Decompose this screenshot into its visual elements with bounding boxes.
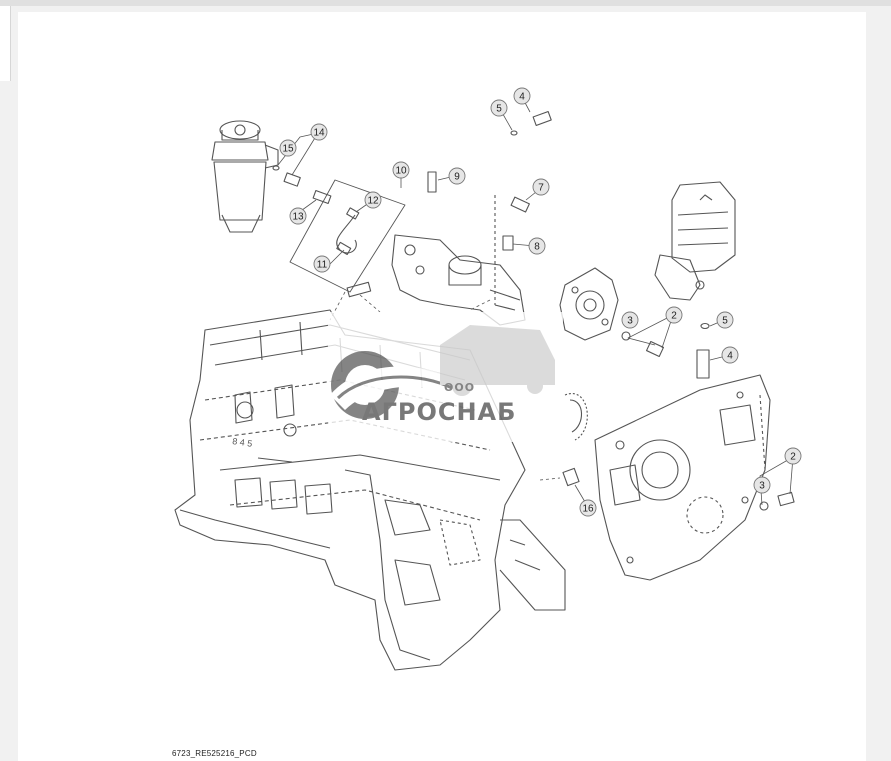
left-panel-edge (0, 6, 11, 81)
callout-3-lower: 3 (753, 476, 771, 494)
svg-text:15: 15 (282, 144, 294, 155)
svg-text:10: 10 (395, 166, 407, 177)
callout-2-lower: 2 (784, 447, 802, 465)
callout-13: 13 (289, 207, 307, 225)
harvester-logo-icon (440, 325, 555, 396)
diagram-sheet: 8 4 5 (18, 12, 866, 761)
svg-text:2: 2 (790, 452, 796, 463)
svg-text:5: 5 (496, 104, 502, 115)
engine-block-drawing: 8 4 5 (174, 309, 566, 671)
svg-text:9: 9 (454, 172, 460, 183)
callout-8: 8 (528, 237, 546, 255)
figure-caption: 6723_RE525216_PCD (172, 749, 257, 758)
svg-text:5: 5 (722, 316, 728, 327)
callout-14: 14 (310, 123, 328, 141)
leader-lines (277, 96, 794, 508)
svg-text:2: 2 (671, 311, 677, 322)
callout-5-lower: 5 (716, 311, 734, 329)
gear-drawing (564, 393, 588, 441)
watermark-company-prefix: ООО (444, 381, 475, 394)
svg-text:7: 7 (538, 183, 544, 194)
callout-15: 15 (279, 139, 297, 157)
svg-text:14: 14 (313, 128, 325, 139)
svg-text:11: 11 (317, 260, 328, 271)
ecu-module-drawing (654, 181, 736, 301)
svg-text:12: 12 (367, 196, 379, 207)
svg-text:4: 4 (519, 92, 525, 103)
oil-pump-drawing (559, 267, 619, 341)
callout-10: 10 (392, 161, 410, 179)
top-bar (0, 0, 891, 6)
watermark-company-name: АГРОСНАБ (362, 398, 516, 426)
callout-9: 9 (448, 167, 466, 185)
callout-11: 11 (313, 255, 331, 273)
callout-12: 12 (364, 191, 382, 209)
svg-text:3: 3 (759, 481, 765, 492)
svg-text:8: 8 (534, 242, 540, 253)
agrosnab-watermark-logo: ООО АГРОСНАБ (328, 312, 563, 442)
callout-7: 7 (532, 178, 550, 196)
callout-4-lower: 4 (721, 346, 739, 364)
exploded-parts-diagram: 8 4 5 (174, 87, 802, 671)
svg-text:8 4 5: 8 4 5 (232, 436, 253, 449)
svg-text:16: 16 (582, 504, 594, 515)
callout-16: 16 (579, 499, 597, 517)
gear-logo-icon (330, 351, 455, 419)
callouts: 14 15 13 10 12 11 9 7 8 4 5 3 2 5 4 2 3 … (279, 87, 802, 517)
callout-3-upper: 3 (621, 311, 639, 329)
callout-4-upper: 4 (513, 87, 531, 105)
svg-text:4: 4 (727, 351, 733, 362)
fuel-filter-drawing (211, 120, 279, 233)
svg-text:13: 13 (292, 212, 304, 223)
front-cover-drawing (594, 374, 771, 581)
callout-2-upper: 2 (665, 306, 683, 324)
thermostat-housing-drawing (391, 195, 526, 326)
harness-group-box (289, 179, 406, 293)
svg-text:3: 3 (627, 316, 633, 327)
sensor-parts (272, 110, 795, 511)
callout-5-upper: 5 (490, 99, 508, 117)
